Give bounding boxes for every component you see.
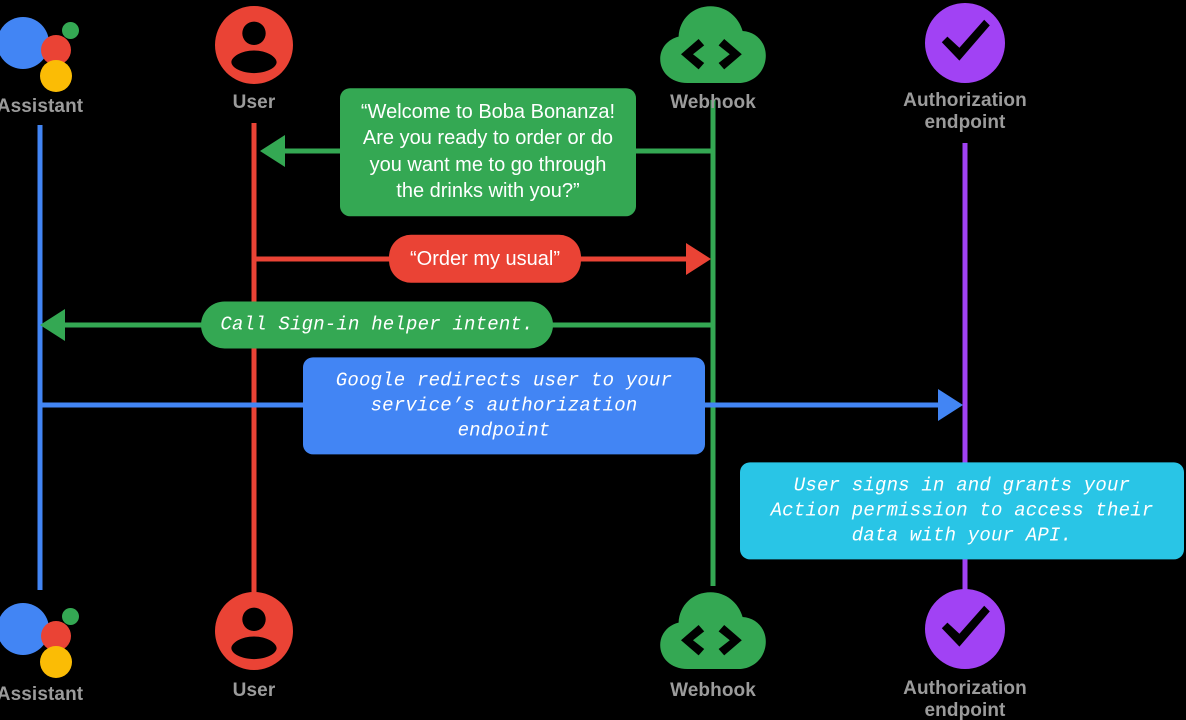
actor-assistant-top: Assistant: [0, 6, 140, 118]
user-icon-wrap-bottom: [154, 588, 354, 674]
actor-label-authorization-endpoint: Authorization endpoint: [903, 90, 1027, 133]
actor-authorization-endpoint-bottom: Authorization endpoint: [865, 586, 1065, 720]
user-icon-wrap: [154, 2, 354, 88]
user-avatar-icon-bottom: [215, 592, 293, 670]
webhook-icon-wrap-bottom: [613, 588, 813, 674]
actor-assistant-bottom: Assistant: [0, 592, 140, 706]
webhook-icon-wrap: [613, 2, 813, 88]
arrowhead-welcome: [260, 135, 285, 167]
assistant-dot-yellow-icon: [40, 60, 72, 92]
cloud-code-icon-bottom: [660, 592, 766, 669]
arrowhead-google-redirect: [938, 389, 963, 421]
google-assistant-dots-icon: [0, 9, 83, 92]
actor-user-top: User: [154, 2, 354, 114]
assistant-dot-blue-icon: [0, 603, 49, 655]
lifeline-webhook: [710, 100, 716, 586]
message-bubble-call-signin-helper: Call Sign-in helper intent.: [201, 301, 553, 349]
actor-label-webhook-bottom: Webhook: [670, 680, 756, 701]
user-avatar-icon: [215, 6, 293, 84]
actor-authorization-endpoint-top: Authorization endpoint: [865, 0, 1065, 134]
authz-icon-wrap: [865, 0, 1065, 86]
actor-webhook-top: Webhook: [613, 2, 813, 114]
authz-icon-wrap-bottom: [865, 586, 1065, 672]
assistant-icon-wrap-bottom: [0, 592, 140, 678]
assistant-icon-wrap: [0, 6, 140, 92]
assistant-dot-green-icon: [62, 22, 79, 39]
actor-label-webhook: Webhook: [670, 92, 756, 113]
message-bubble-order-my-usual: “Order my usual”: [389, 234, 581, 284]
lifeline-assistant: [37, 125, 43, 590]
arrowhead-call-signin-helper: [40, 309, 65, 341]
assistant-dot-blue-icon: [0, 17, 49, 69]
actor-label-user: User: [232, 92, 276, 113]
google-assistant-dots-icon-bottom: [0, 595, 83, 678]
purple-check-circle-icon-bottom: [925, 589, 1005, 669]
actor-webhook-bottom: Webhook: [613, 588, 813, 702]
assistant-dot-yellow-icon: [40, 646, 72, 678]
actor-label-user-bottom: User: [232, 680, 276, 701]
lifeline-authorization-endpoint: [962, 143, 968, 591]
arrowhead-order-my-usual: [686, 243, 711, 275]
message-bubble-google-redirect: Google redirects user to your service’s …: [303, 357, 705, 455]
purple-check-circle-icon: [925, 3, 1005, 83]
actor-user-bottom: User: [154, 588, 354, 702]
message-bubble-welcome: “Welcome to Boba Bonanza! Are you ready …: [340, 88, 636, 216]
actor-label-assistant-bottom: Assistant: [0, 684, 84, 705]
actor-label-authorization-endpoint-bottom: Authorization endpoint: [903, 678, 1027, 720]
actor-label-assistant: Assistant: [0, 96, 84, 117]
assistant-dot-green-icon: [62, 608, 79, 625]
cloud-code-icon: [660, 6, 766, 84]
message-bubble-user-signs-in: User signs in and grants your Action per…: [740, 462, 1184, 560]
lifeline-user: [251, 123, 257, 593]
